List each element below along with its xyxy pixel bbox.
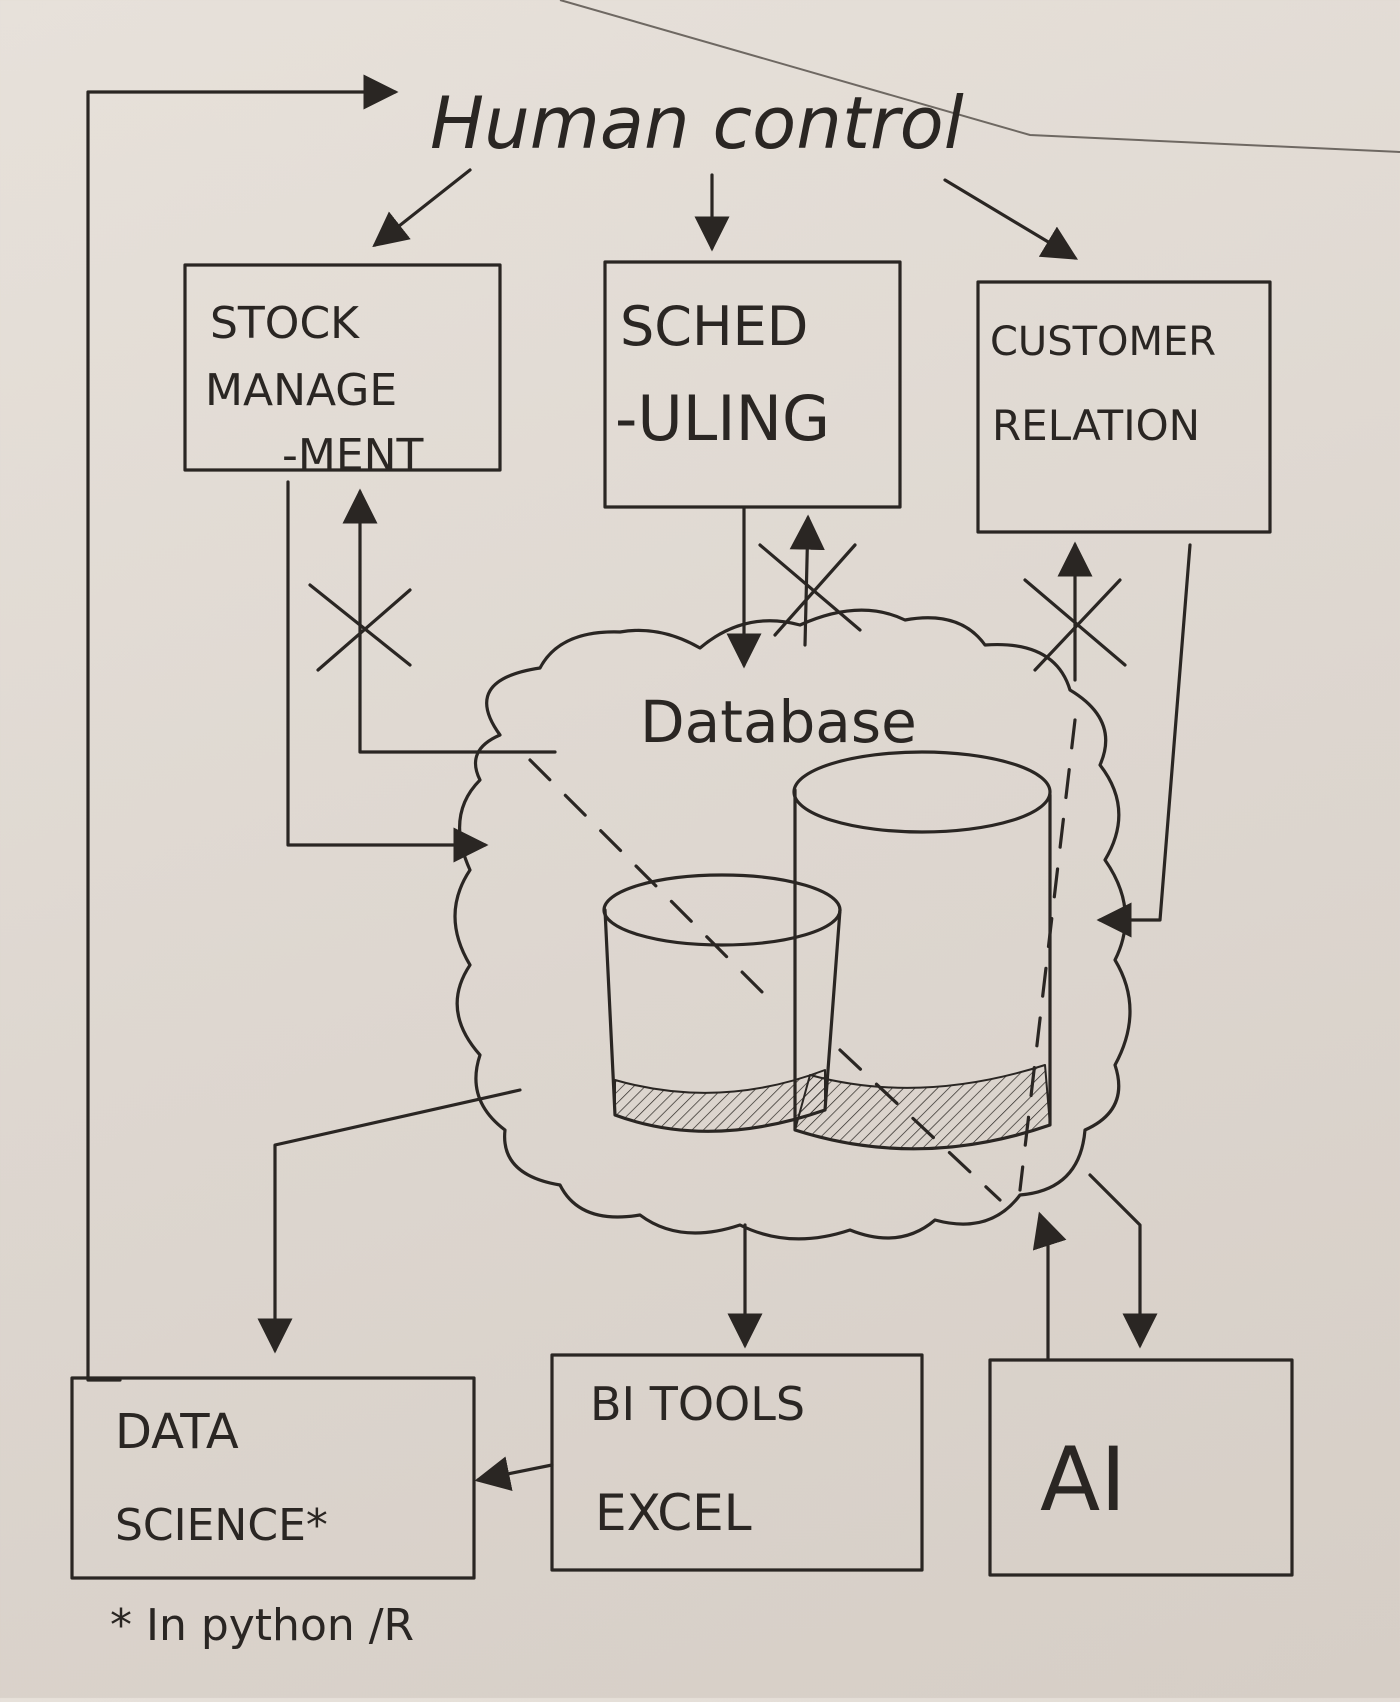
dashed-link-ai: [838, 1048, 1002, 1202]
arrow-ai-to-database: [1032, 1211, 1067, 1360]
paper-fold-line: [559, 0, 1400, 153]
human-control-title: Human control: [430, 81, 964, 165]
scheduling-label-line2: -ULING: [615, 382, 830, 455]
scheduling-box: [603, 260, 902, 509]
database-cloud: [453, 608, 1132, 1241]
blocked-cross-scheduling: [758, 543, 862, 637]
customer-label-line1: CUSTOMER: [990, 319, 1216, 365]
arrow-to-customer: [943, 178, 1079, 260]
arrow-database-to-stock-blocked: [342, 488, 557, 754]
data-science-label-line1: DATA: [115, 1404, 239, 1460]
feedback-loop-arrow: [86, 74, 399, 1382]
arrow-customer-to-database: [1096, 543, 1192, 938]
stock-management-box: [183, 263, 502, 472]
customer-label-line2: RELATION: [992, 401, 1200, 450]
arrow-to-stock: [372, 168, 472, 248]
arrow-database-to-data-science: [257, 1088, 522, 1354]
stock-label-line2: MANAGE: [205, 365, 397, 416]
data-science-box: [70, 1376, 476, 1580]
stock-label-line3: -MENT: [282, 430, 424, 481]
data-science-label-line2: SCIENCE*: [115, 1500, 328, 1551]
ai-label: AI: [1040, 1428, 1126, 1531]
blocked-cross-stock: [308, 583, 412, 672]
database-label: Database: [640, 688, 917, 756]
database-cylinder-small-top: [602, 873, 842, 947]
database-cylinder-large-hatch: [794, 1064, 1051, 1150]
database-cylinder-small-hatch: [614, 1069, 826, 1133]
arrow-database-to-scheduling-blocked: [789, 514, 825, 647]
ai-box: [988, 1358, 1294, 1577]
bi-tools-box: [550, 1353, 924, 1572]
stock-label-line1: STOCK: [210, 298, 360, 349]
blocked-cross-customer: [1023, 578, 1127, 672]
arrow-bi-tools-to-data-science: [474, 1456, 554, 1491]
database-cylinder-large-top: [792, 750, 1052, 834]
customer-relation-box: [976, 280, 1272, 534]
arrow-database-to-ai: [1088, 1173, 1158, 1349]
footnote: * In python /R: [110, 1600, 414, 1651]
arrow-stock-to-database: [286, 480, 489, 863]
bi-tools-label-line2: EXCEL: [595, 1484, 752, 1542]
bi-tools-label-line1: BI TOOLS: [590, 1377, 805, 1431]
dashed-link-stock: [528, 758, 772, 1002]
scheduling-label-line1: SCHED: [620, 295, 808, 358]
dashed-link-customer: [1018, 718, 1077, 1192]
